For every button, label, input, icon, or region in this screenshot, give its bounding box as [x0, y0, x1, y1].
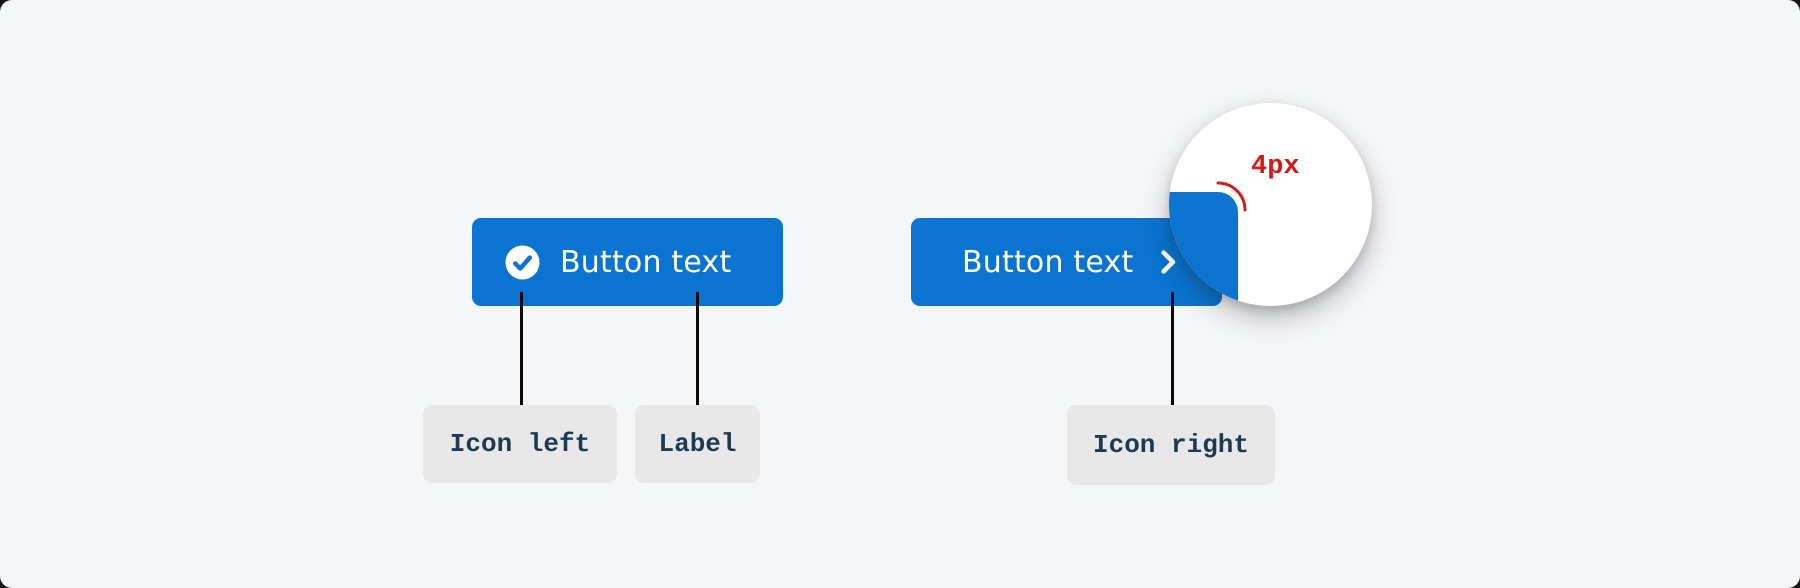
button-label: Button text — [962, 244, 1134, 280]
button-label: Button text — [560, 244, 732, 280]
radius-value-label: 4px — [1251, 152, 1300, 182]
magnified-button-corner — [1169, 192, 1238, 306]
annotation-tag-icon-right: Icon right — [1067, 405, 1275, 485]
annotation-tag-icon-left: Icon left — [423, 405, 617, 483]
radius-arc-annotation — [1216, 181, 1247, 212]
connector-line-label — [696, 292, 699, 406]
check-circle-icon — [505, 244, 540, 280]
annotation-text: Icon left — [449, 429, 591, 459]
connector-line-icon-left — [520, 292, 523, 406]
button-icon-left-example[interactable]: Button text — [472, 218, 783, 306]
annotation-text: Label — [658, 429, 737, 459]
annotation-text: Icon right — [1092, 430, 1250, 460]
corner-zoom-magnifier — [1169, 103, 1372, 306]
annotation-tag-label: Label — [635, 405, 760, 483]
connector-line-icon-right — [1171, 292, 1174, 406]
